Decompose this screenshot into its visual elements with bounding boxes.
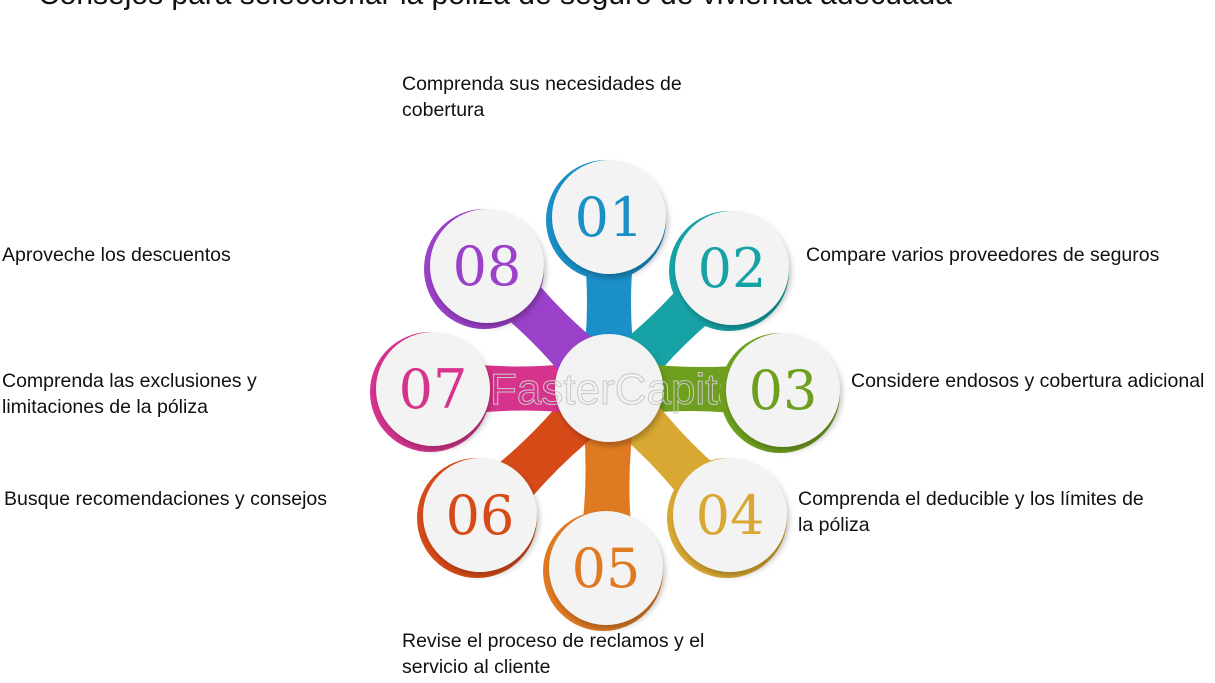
watermark-logo: FasterCapital (490, 365, 752, 414)
node-disc (376, 332, 490, 446)
node-disc (549, 511, 663, 625)
step-node-02: 02 (669, 211, 789, 331)
step-number: 06 (446, 484, 515, 547)
node-disc (726, 333, 840, 447)
step-number: 07 (399, 358, 468, 421)
step-number: 05 (572, 537, 641, 600)
step-number: 08 (453, 235, 522, 298)
step-node-07: 07 (370, 332, 490, 452)
step-node-04: 04 (667, 458, 787, 578)
center-hub (555, 334, 663, 442)
step-node-03: 03 (720, 333, 840, 453)
step-number: 04 (696, 484, 765, 547)
node-disc (423, 458, 537, 572)
node-disc (673, 458, 787, 572)
step-number: 01 (575, 186, 644, 249)
step-number: 03 (749, 359, 818, 422)
step-label-02: Compare varios proveedores de seguros (806, 244, 1160, 266)
node-disc (675, 211, 789, 325)
step-node-01: 01 (546, 160, 666, 280)
step-node-05: 05 (543, 511, 663, 631)
node-disc (552, 160, 666, 274)
step-label-06: Busque recomendaciones y consejos (4, 488, 328, 510)
step-node-08: 08 (424, 209, 544, 329)
step-label-08: Aproveche los descuentos (2, 244, 231, 266)
step-node-06: 06 (417, 458, 537, 578)
diagram-title: Consejos para seleccionar la póliza de s… (38, 0, 952, 12)
node-disc (430, 209, 544, 323)
step-number: 02 (698, 237, 767, 300)
step-label-03: Considere endosos y cobertura adicional (851, 370, 1205, 392)
